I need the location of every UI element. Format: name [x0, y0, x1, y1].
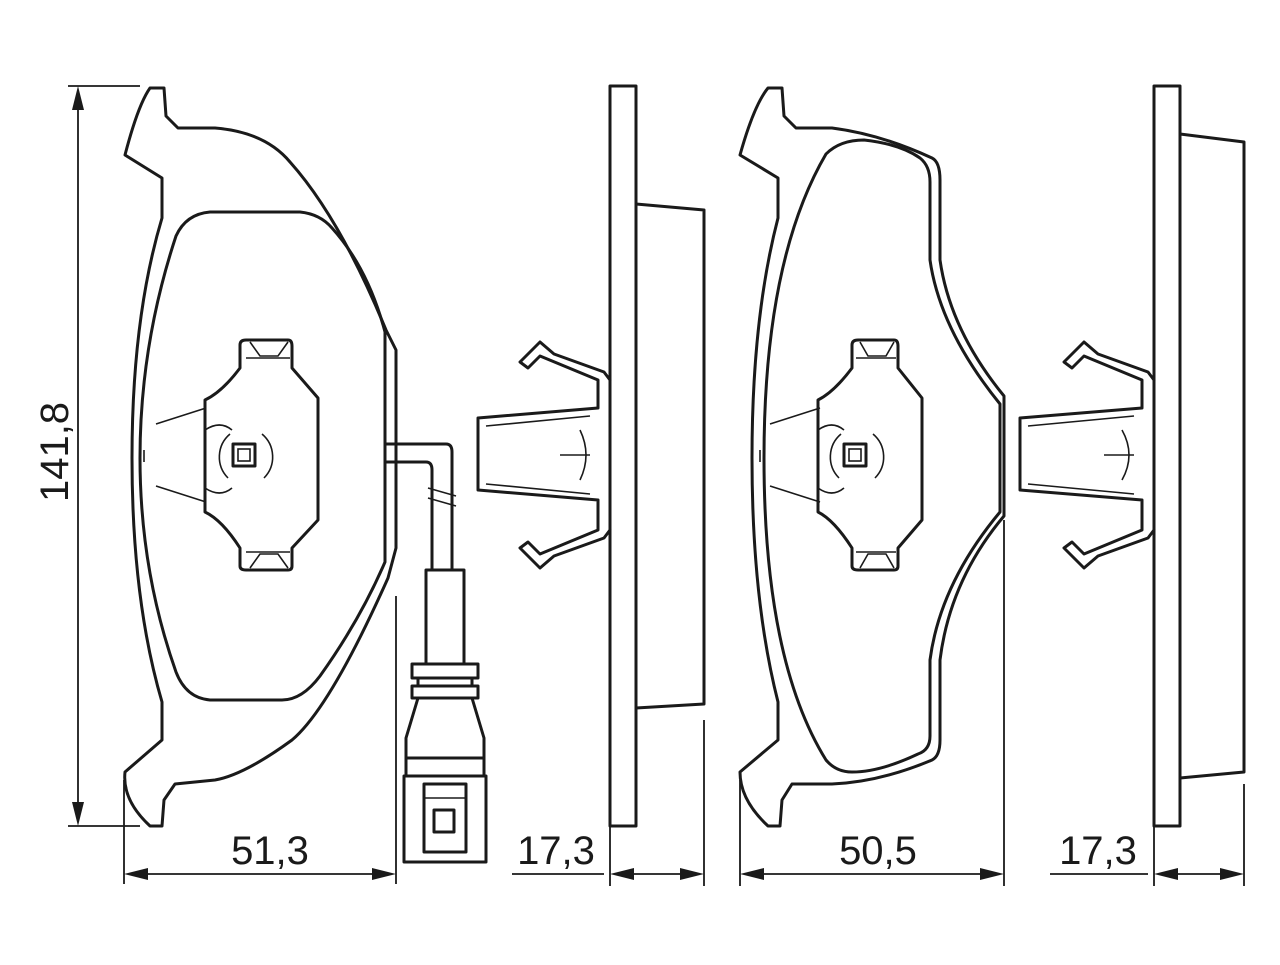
sensor-connector: [402, 774, 488, 864]
wear-sensor: [384, 442, 488, 864]
pad-1-width-dimension: 51,3: [123, 596, 397, 884]
pad-2-clip-spring: [1018, 340, 1156, 570]
pad-1-side-friction: [634, 202, 706, 710]
height-dimension-label: 141,8: [33, 402, 77, 502]
pad-1-thickness-dimension: 17,3: [512, 720, 705, 886]
pad-2-side-view: [1018, 84, 1246, 828]
pad-2-side-backing: [1152, 84, 1182, 828]
pad-2-width-dimension: 50,5: [739, 520, 1005, 886]
pad-2-thickness-dimension: 17,3: [1050, 784, 1245, 886]
pad-1-backing-plate: [123, 86, 398, 828]
pad-1-friction-material: [138, 210, 387, 702]
pad-1-thickness-label: 17,3: [517, 829, 595, 873]
pad-1-center-boss: [203, 338, 320, 572]
pad-2-friction-material: [762, 138, 1002, 774]
pad-1-side-view: [476, 84, 706, 828]
pad-2-width-label: 50,5: [839, 829, 917, 873]
pad-1-clip-spring: [476, 340, 612, 570]
sensor-cable: [384, 442, 454, 572]
pad-1-side-backing: [608, 84, 638, 828]
pad-2-thickness-label: 17,3: [1059, 829, 1137, 873]
height-dimension: 141,8: [33, 85, 140, 827]
pad-2-side-friction: [1178, 132, 1246, 780]
pad-2-backing-plate: [738, 86, 1006, 828]
pad-1-width-label: 51,3: [231, 829, 309, 873]
pad-2-front-view: [738, 86, 1006, 828]
pad-2-center-boss: [816, 338, 924, 572]
pad-1-front-view: [123, 86, 398, 828]
pad-1-sensor-mount: [231, 442, 257, 468]
